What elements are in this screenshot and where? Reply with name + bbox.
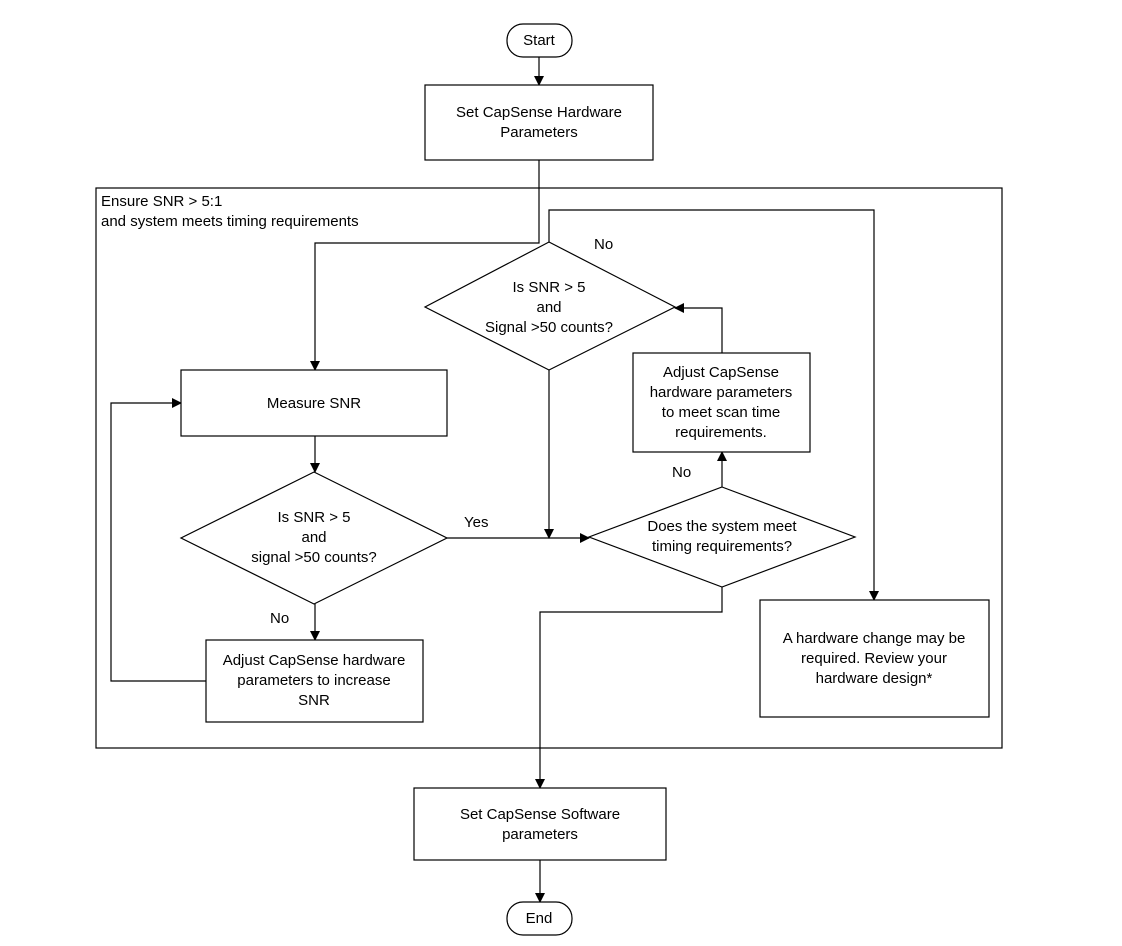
svg-text:required. Review your: required. Review your	[801, 650, 947, 667]
no-label-snr: No	[270, 610, 289, 627]
svg-text:Adjust CapSense hardware: Adjust CapSense hardware	[223, 652, 406, 669]
svg-text:signal >50 counts?: signal >50 counts?	[251, 549, 377, 566]
svg-text:Does the system meet: Does the system meet	[647, 518, 797, 535]
snr-recheck-decision: Is SNR > 5 and Signal >50 counts?	[423, 241, 677, 371]
set-hardware-parameters-box: Set CapSense Hardware Parameters	[424, 84, 654, 161]
frame-label-line2: and system meets timing requirements	[101, 213, 359, 230]
svg-text:Set CapSense Hardware: Set CapSense Hardware	[456, 104, 622, 121]
yes-label: Yes	[464, 514, 488, 531]
no-label-timing: No	[672, 464, 691, 481]
end-terminal: End	[506, 901, 573, 936]
svg-text:hardware design*: hardware design*	[816, 670, 933, 687]
svg-text:Set CapSense Software: Set CapSense Software	[460, 806, 620, 823]
svg-text:Signal >50 counts?: Signal >50 counts?	[485, 319, 613, 336]
no-label-recheck: No	[594, 236, 613, 253]
timing-decision: Does the system meet timing requirements…	[587, 486, 857, 588]
connectors	[110, 57, 879, 903]
svg-text:End: End	[526, 910, 553, 927]
svg-text:requirements.: requirements.	[675, 424, 767, 441]
svg-text:and: and	[301, 529, 326, 546]
start-terminal: Start	[506, 23, 573, 58]
svg-text:Measure SNR: Measure SNR	[267, 395, 361, 412]
adjust-snr-box: Adjust CapSense hardware parameters to i…	[205, 639, 424, 723]
svg-text:to meet scan time: to meet scan time	[662, 404, 780, 421]
svg-text:Is SNR > 5: Is SNR > 5	[513, 279, 586, 296]
svg-text:hardware parameters: hardware parameters	[650, 384, 793, 401]
svg-text:Adjust CapSense: Adjust CapSense	[663, 364, 779, 381]
svg-text:parameters: parameters	[502, 826, 578, 843]
svg-text:Parameters: Parameters	[500, 124, 578, 141]
adjust-scan-time-box: Adjust CapSense hardware parameters to m…	[632, 352, 811, 453]
measure-snr-box: Measure SNR	[180, 369, 448, 437]
svg-text:A hardware change may be: A hardware change may be	[783, 630, 966, 647]
set-software-parameters-box: Set CapSense Software parameters	[413, 787, 667, 861]
svg-text:Is SNR > 5: Is SNR > 5	[278, 509, 351, 526]
svg-text:timing requirements?: timing requirements?	[652, 538, 792, 555]
svg-text:and: and	[536, 299, 561, 316]
svg-text:SNR: SNR	[298, 692, 330, 709]
hardware-change-box: A hardware change may be required. Revie…	[759, 599, 990, 718]
frame-label-line1: Ensure SNR > 5:1	[101, 193, 222, 210]
snr-decision: Is SNR > 5 and signal >50 counts?	[179, 471, 449, 605]
svg-text:parameters to increase: parameters to increase	[237, 672, 390, 689]
svg-text:Start: Start	[523, 32, 556, 49]
